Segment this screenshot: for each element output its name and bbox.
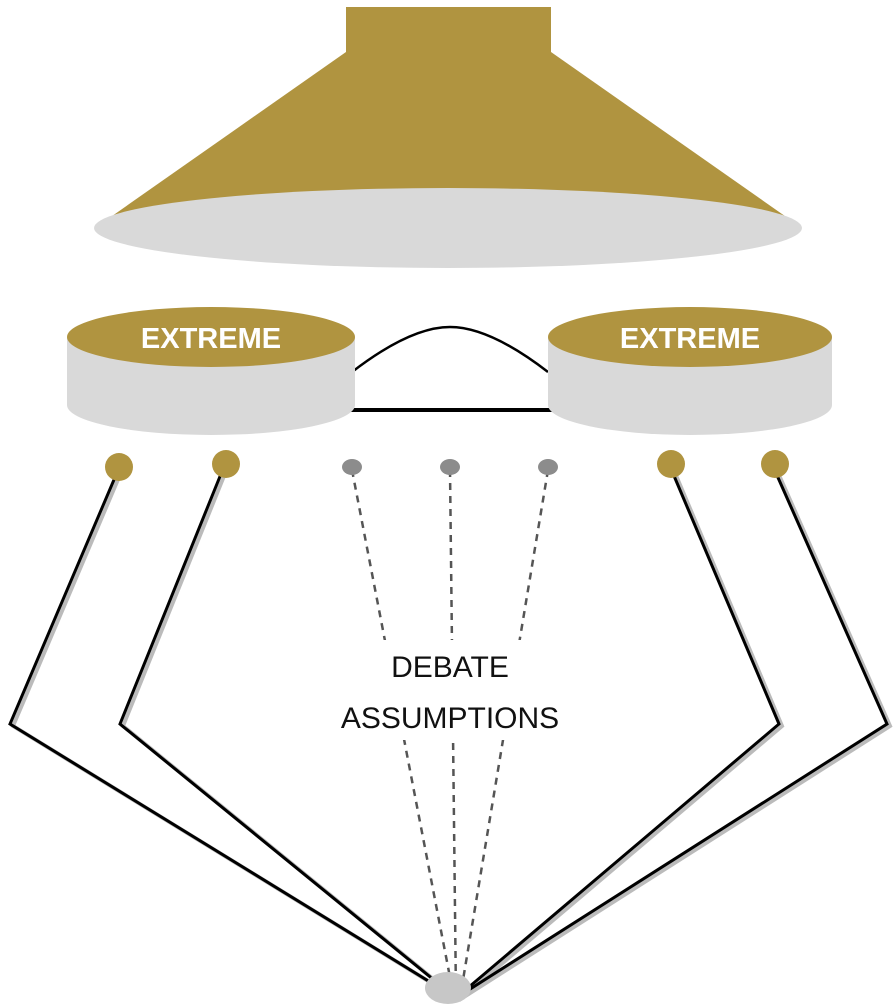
left-disk-top [67,307,355,367]
center-label-line2: ASSUMPTIONS [341,702,559,735]
gray-bead-3 [538,459,558,475]
right-disk-top [548,307,832,367]
right-extreme-label: EXTREME [620,323,760,355]
lamp-base-ellipse [94,188,802,268]
anchor-point [425,972,471,1004]
right-extreme-disk: EXTREME [548,307,832,435]
gold-bead-2 [212,450,240,478]
solid-string-1 [8,467,457,1000]
solid-strings [8,463,893,1002]
gold-bead-1 [105,453,133,481]
center-label-background [330,640,574,740]
bridge-connector [346,325,556,412]
lamp-cone [95,52,802,228]
left-extreme-label: EXTREME [141,323,281,355]
gold-bead-3 [657,450,685,478]
solid-string-3 [455,463,781,1000]
solid-string-4 [455,463,889,1000]
gray-beads [342,459,558,475]
dashed-string-3 [458,469,550,999]
left-extreme-disk: EXTREME [67,307,355,435]
gold-bead-4 [761,450,789,478]
dashed-string-1 [350,469,456,999]
lamp-neck [346,7,551,55]
gray-bead-1 [342,459,362,475]
lamp-shade [94,7,802,268]
center-label: DEBATE ASSUMPTIONS [330,640,574,740]
solid-string-2 [118,463,457,1000]
center-label-line1: DEBATE [391,651,509,684]
gold-beads [105,450,789,481]
bridge-curve [351,325,549,373]
gray-bead-2 [440,459,460,475]
